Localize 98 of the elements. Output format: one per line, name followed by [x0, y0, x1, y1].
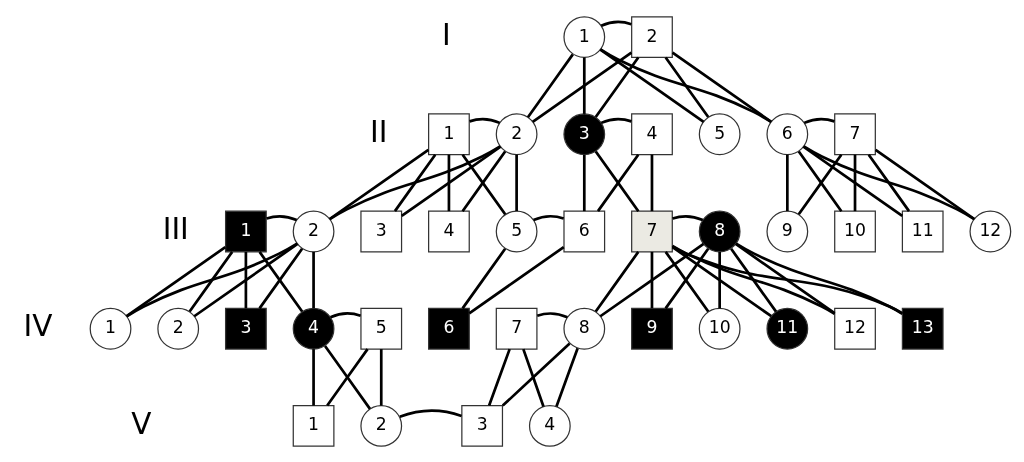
label: V	[131, 406, 152, 441]
connector	[329, 311, 362, 319]
connector	[671, 244, 836, 315]
node-circle: 12	[969, 210, 1012, 252]
connector	[188, 250, 234, 312]
node-box: 13	[901, 307, 944, 350]
node-circle: 2	[292, 210, 335, 252]
node-circle: 5	[698, 112, 741, 155]
node-circle: 4	[292, 307, 335, 350]
node-box: 2	[631, 15, 673, 58]
node-box: 11	[901, 210, 944, 252]
connector	[874, 148, 976, 220]
connector	[487, 348, 511, 406]
connector	[244, 251, 248, 308]
connector	[730, 247, 778, 312]
connector	[664, 56, 710, 118]
connector	[312, 251, 315, 308]
connector	[650, 251, 654, 308]
node-box: 12	[834, 307, 876, 350]
connector	[447, 154, 451, 211]
connector	[718, 251, 721, 308]
connector	[802, 145, 904, 217]
node-box: 7	[834, 112, 876, 155]
label: I	[442, 17, 451, 52]
connector	[867, 153, 911, 212]
node-circle: 1	[89, 307, 132, 350]
node-circle: 1	[563, 15, 606, 58]
connector	[526, 53, 574, 118]
connector	[555, 347, 579, 407]
connector	[469, 117, 501, 124]
connector	[594, 250, 640, 312]
connector	[582, 56, 586, 114]
connector	[671, 51, 773, 123]
node-circle: 5	[495, 210, 538, 252]
node-circle: 11	[766, 307, 809, 350]
connector	[531, 51, 633, 123]
connector	[400, 145, 502, 217]
connector	[515, 154, 518, 211]
connector	[803, 117, 835, 124]
connector	[600, 117, 632, 124]
connector	[329, 144, 501, 220]
connector	[536, 311, 568, 319]
node-box: 7	[495, 307, 538, 350]
node-box: 6	[428, 307, 470, 350]
label: II	[370, 114, 388, 149]
node-circle: 2	[157, 307, 200, 350]
node-box: 5	[360, 307, 403, 350]
node-circle: 2	[360, 404, 403, 447]
node-box: 1	[292, 404, 335, 447]
connector	[522, 348, 545, 407]
connector	[650, 154, 654, 211]
connector	[803, 144, 975, 220]
node-box: 4	[631, 112, 673, 155]
node-box: 4	[428, 210, 470, 252]
connector	[468, 245, 565, 314]
node-circle: 9	[766, 210, 809, 252]
connector	[594, 56, 640, 118]
connector	[671, 244, 903, 314]
node-circle: 2	[495, 112, 538, 155]
node-circle: 6	[766, 112, 809, 155]
connector	[193, 242, 299, 317]
connector	[582, 154, 586, 211]
node-box: 1	[428, 112, 470, 155]
node-circle: 8	[563, 307, 606, 350]
connector	[533, 214, 565, 221]
connector	[600, 20, 632, 27]
connector	[399, 408, 462, 418]
connector	[599, 242, 705, 317]
node-box: 7	[631, 210, 673, 252]
label: IV	[23, 308, 53, 343]
connector	[853, 154, 857, 211]
connector	[328, 148, 430, 220]
connector	[266, 214, 298, 221]
node-circle: 8	[698, 210, 741, 252]
connector	[379, 348, 383, 406]
connector	[599, 47, 772, 123]
node-box: 9	[631, 307, 673, 350]
node-box: 3	[360, 210, 403, 252]
node-circle: 3	[563, 112, 606, 155]
node-box: 3	[461, 404, 504, 447]
node-box: 10	[834, 210, 876, 252]
node-box: 1	[224, 210, 267, 252]
connector	[672, 214, 704, 221]
connector	[126, 241, 298, 318]
connector	[125, 245, 227, 317]
label: III	[162, 211, 189, 246]
connector	[734, 242, 836, 314]
connector	[312, 348, 315, 406]
connector	[786, 154, 789, 211]
connector	[501, 342, 571, 407]
node-box: 6	[563, 210, 606, 252]
node-circle: 10	[698, 307, 741, 350]
node-circle: 4	[528, 404, 571, 447]
connector	[735, 241, 903, 315]
connector	[461, 247, 507, 309]
connector	[671, 245, 773, 317]
connector	[393, 153, 437, 212]
node-box: 3	[224, 307, 267, 350]
